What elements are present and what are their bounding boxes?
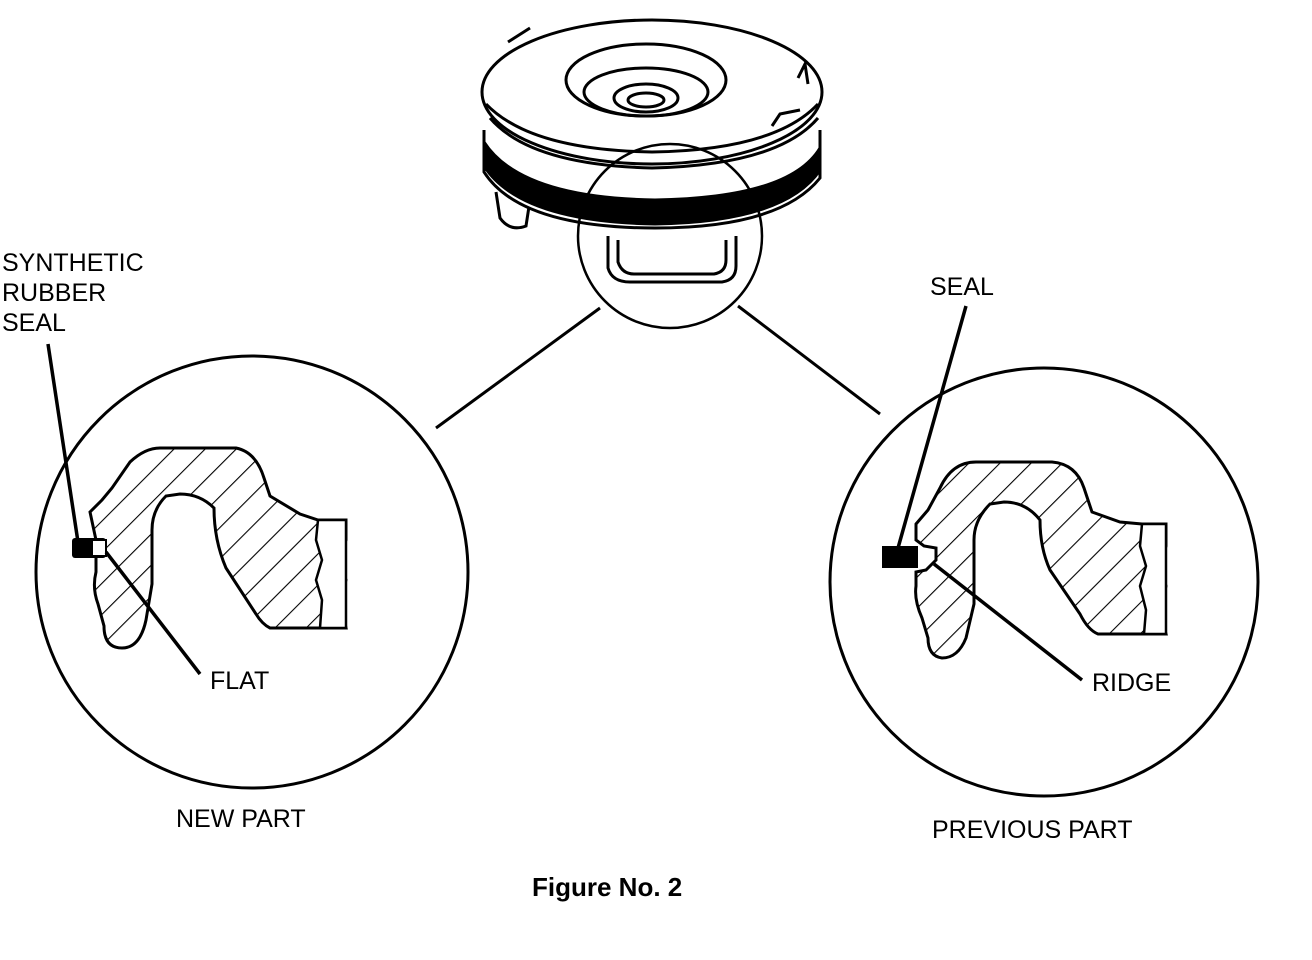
- new-part-label: NEW PART: [176, 805, 306, 833]
- seal-label: SEAL: [930, 273, 994, 301]
- figure-caption: Figure No. 2: [532, 872, 683, 902]
- synthetic-rubber-seal-line-2: RUBBER: [2, 279, 107, 307]
- leader-connectors: [435, 304, 881, 430]
- synthetic-rubber-seal-label: SYNTHETIC RUBBER SEAL: [2, 248, 144, 338]
- previous-part-label: PREVIOUS PART: [932, 816, 1133, 844]
- previous-part-detail: [828, 305, 1260, 798]
- ridge-label: RIDGE: [1092, 669, 1172, 697]
- flat-label: FLAT: [210, 667, 270, 695]
- valve-body-illustration: [480, 18, 824, 330]
- synthetic-rubber-seal-line-1: SYNTHETIC: [2, 249, 144, 277]
- new-part-detail: [34, 343, 470, 790]
- synthetic-rubber-seal-line-3: SEAL: [2, 309, 66, 337]
